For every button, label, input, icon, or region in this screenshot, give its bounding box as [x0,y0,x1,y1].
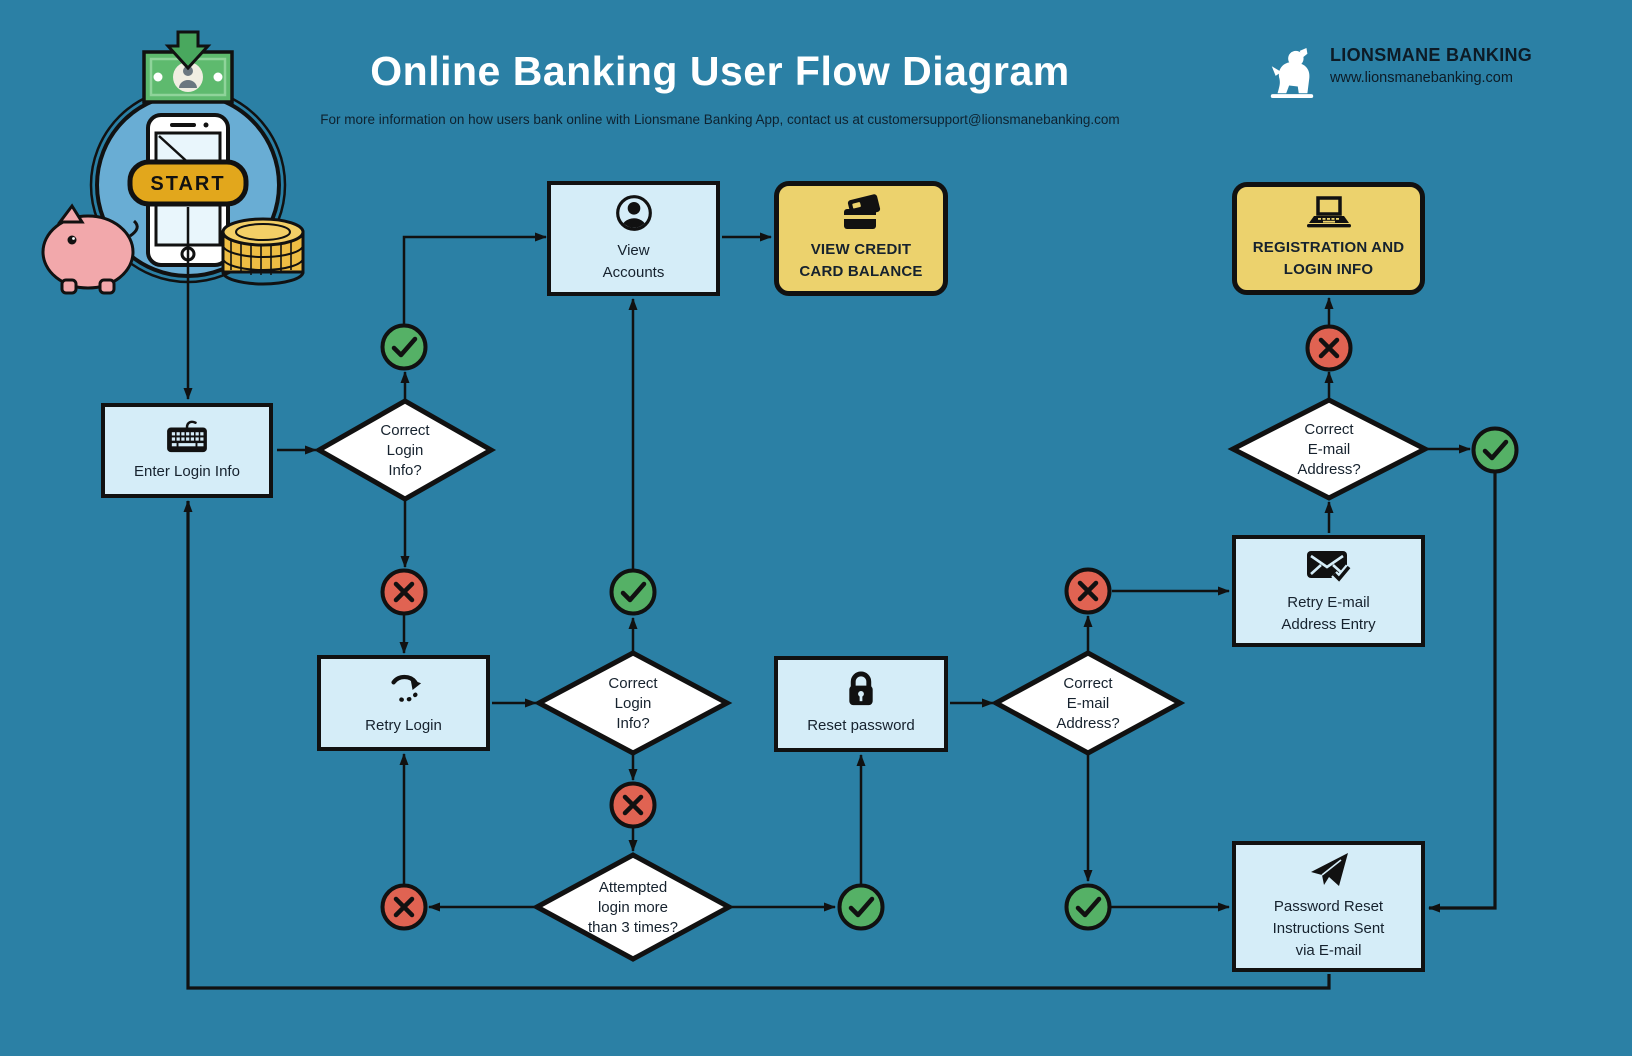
decision-label-correct-email-2: Correct E-mail Address? [1297,421,1361,478]
node-label: View Accounts [602,242,665,281]
lion-icon [1270,47,1314,99]
node-label: Reset password [807,717,915,735]
node-label: Enter Login Info [134,463,240,481]
brand-name: LIONSMANE BANKING [1330,45,1533,65]
node-view-accounts: View Accounts [547,181,720,296]
node-retry-email-address-entry: Retry E-mail Address Entry [1232,535,1425,647]
check-icon [1471,426,1519,474]
connector-check5-to-password-reset [1428,473,1497,913]
x-icon [1064,567,1112,615]
node-label: Retry E-mail Address Entry [1281,593,1376,633]
node-retry-login: Retry Login [317,655,490,751]
laptop-icon [1306,195,1351,227]
node-password-reset-sent: Password Reset Instructions Sent via E-m… [1232,841,1425,972]
decision-label-correct-email-1: Correct E-mail Address? [1056,675,1120,732]
user-icon [615,195,652,232]
lock-icon [849,671,873,706]
decision-label-correct-login-1: Correct Login Info? [380,422,430,479]
paper-plane-icon [1310,853,1348,887]
node-label: Password Reset Instructions Sent via E-m… [1272,898,1385,959]
keyboard-icon [167,420,207,453]
node-registration-and-login-info: REGISTRATION AND LOGIN INFO [1232,182,1425,295]
node-view-credit-card-balance: VIEW CREDIT CARD BALANCE [774,181,948,296]
check-icon [837,883,885,931]
decision-label-attempted-login: Attempted login more than 3 times? [587,879,679,936]
x-icon [380,883,428,931]
page-title: Online Banking User Flow Diagram [370,48,1070,94]
node-enter-login-info: Enter Login Info [101,403,273,498]
check-icon [609,568,657,616]
connector-check1-to-view-accounts [402,232,547,325]
x-icon [1305,324,1353,372]
node-reset-password: Reset password [774,656,948,752]
brand-url: www.lionsmanebanking.com [1330,69,1513,86]
check-icon [1064,883,1112,931]
envelope-check-icon [1306,550,1352,585]
start-illustration: START [41,30,305,295]
brand-logo: LIONSMANE BANKING www.lionsmanebanking.c… [1266,45,1596,100]
node-label: VIEW CREDIT CARD BALANCE [799,240,923,281]
start-button-label: START [150,173,225,195]
node-label: REGISTRATION AND LOGIN INFO [1252,238,1405,279]
x-icon [380,568,428,616]
start-button[interactable]: START [127,159,249,207]
page-subtitle: For more information on how users bank o… [320,112,1120,127]
piggy-bank-icon [41,203,139,295]
node-label: Retry Login [365,716,442,734]
decision-label-correct-login-2: Correct Login Info? [608,675,658,732]
coins-icon [221,217,305,286]
x-icon [609,781,657,829]
money-deposit-icon [142,30,234,104]
refresh-icon [390,674,421,702]
credit-card-icon [844,193,881,229]
check-icon [380,323,428,371]
